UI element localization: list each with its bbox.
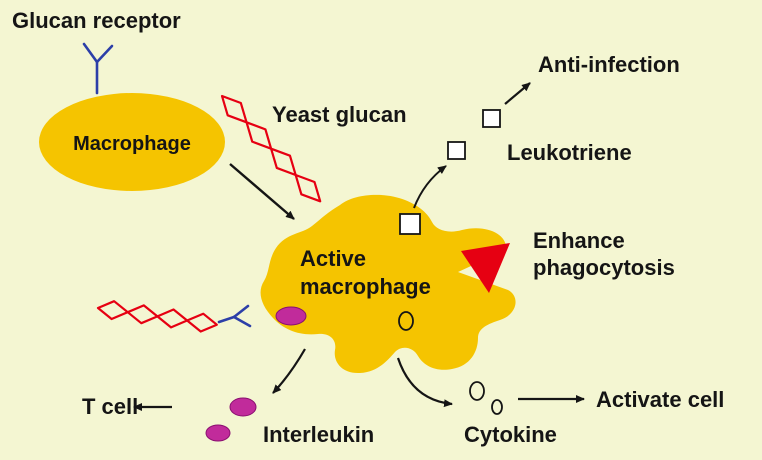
leukotriene-square-mid (447, 141, 466, 160)
activation-arrow (229, 163, 295, 220)
interleukin-vesicle (275, 306, 307, 326)
enhance-phagocytosis-label-line1: Enhance (533, 228, 625, 253)
active-macrophage-label-line2: macrophage (300, 274, 431, 299)
anti-infection-arrow (504, 82, 531, 105)
macrophage-cell (39, 93, 225, 191)
interleukin-particle-1 (229, 397, 257, 417)
interleukin-label: Interleukin (263, 422, 374, 447)
interleukin-particle-2 (205, 424, 231, 442)
macrophage-label: Macrophage (73, 133, 191, 155)
leukotriene-release-arrow (413, 165, 447, 209)
bound-glucan-chain-icon (96, 300, 218, 333)
active-macrophage-cell (260, 194, 516, 374)
cytokine-particle-2 (491, 399, 503, 415)
cytokine-vesicle (398, 311, 414, 331)
yeast-glucan-label: Yeast glucan (272, 102, 407, 127)
yeast-glucan-chain-icon (220, 94, 322, 203)
enhance-phagocytosis-label-line2: phagocytosis (533, 255, 675, 280)
leukotriene-square-outer (482, 109, 501, 128)
leukotriene-square-inner (399, 213, 421, 235)
t-cell-label: T cell (82, 394, 138, 419)
bound-receptor-icon (217, 304, 252, 328)
leukotriene-label: Leukotriene (507, 140, 632, 165)
phagocytosis-wedge (461, 243, 510, 293)
cytokine-particle-1 (469, 381, 485, 401)
cytokine-secretion-arrow (396, 357, 453, 408)
interleukin-secretion-arrow (272, 348, 306, 394)
activate-cell-label: Activate cell (596, 387, 724, 412)
glucan-receptor-icon (82, 42, 114, 95)
anti-infection-label: Anti-infection (538, 52, 680, 77)
glucan-receptor-label: Glucan receptor (12, 8, 181, 33)
cytokine-label: Cytokine (464, 422, 557, 447)
active-macrophage-label-line1: Active (300, 246, 366, 271)
